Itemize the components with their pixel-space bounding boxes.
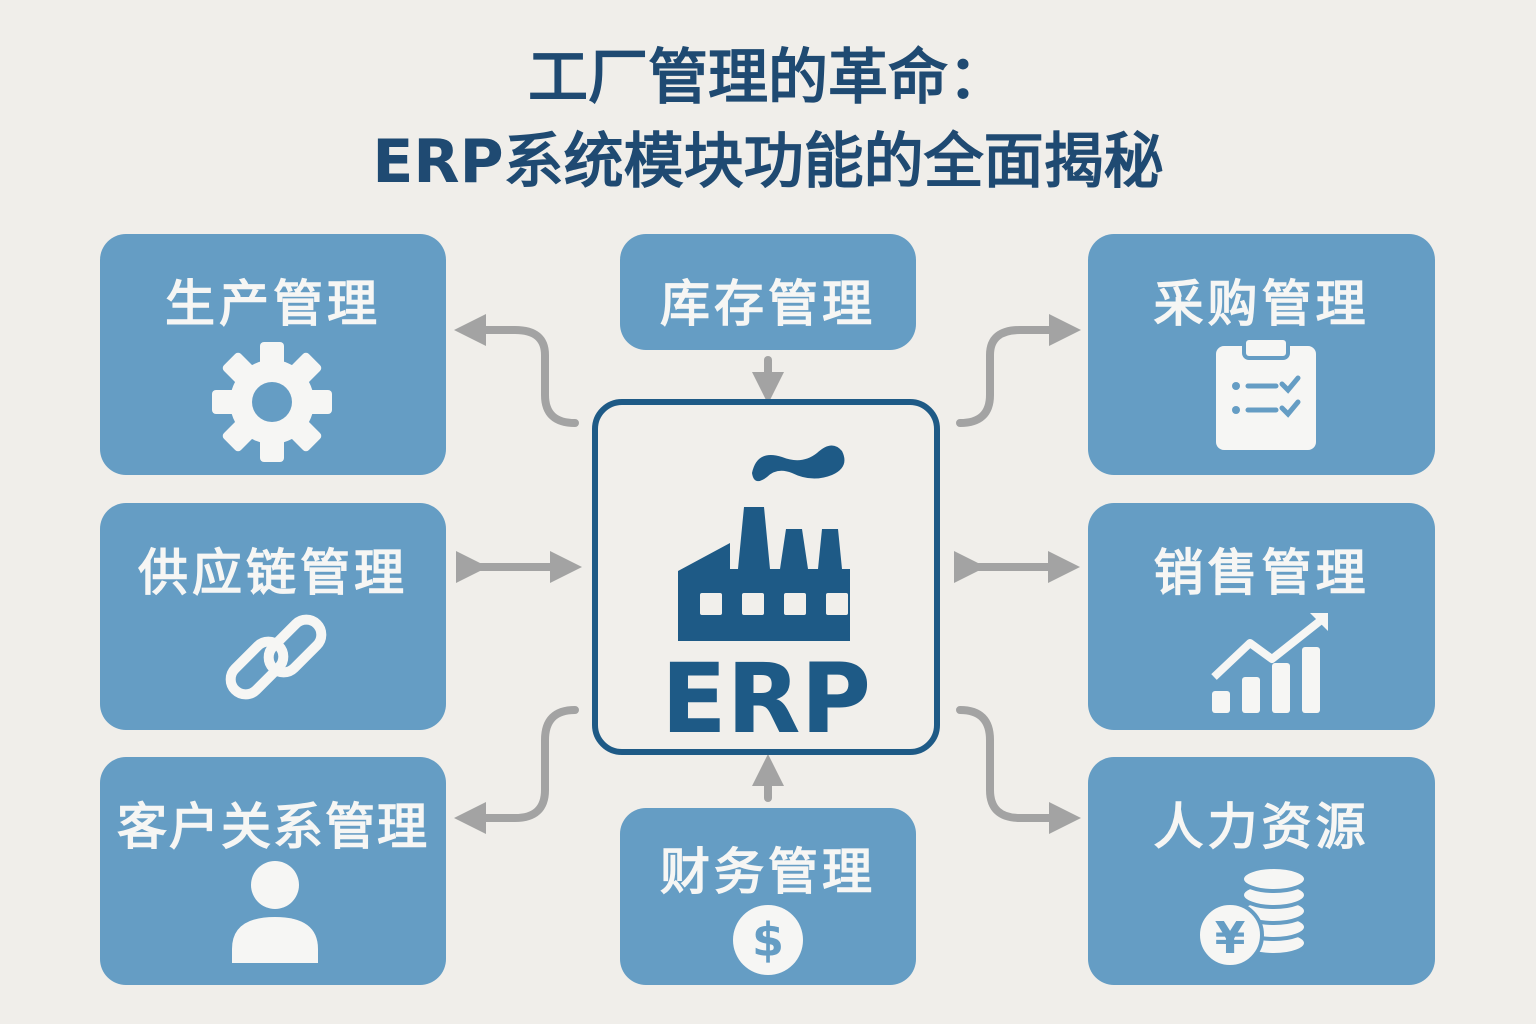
user-icon <box>232 861 318 963</box>
dollar-coin-icon: $ <box>733 905 803 975</box>
module-inventory[interactable]: 库存管理 <box>620 234 916 350</box>
erp-center-hub[interactable]: ERP <box>592 399 940 755</box>
module-purchasing[interactable]: 采购管理 <box>1088 234 1435 475</box>
module-supply-chain[interactable]: 供应链管理 <box>100 503 446 730</box>
module-label: 销售管理 <box>1153 544 1370 602</box>
growth-chart-icon <box>1211 613 1328 713</box>
link-icon <box>225 614 327 700</box>
module-crm[interactable]: 客户关系管理 <box>100 757 446 985</box>
module-label: 客户关系管理 <box>117 798 429 856</box>
svg-text:¥: ¥ <box>1215 913 1246 964</box>
module-label: 库存管理 <box>660 275 876 333</box>
title-line-1: 工厂管理的革命： <box>528 43 1008 113</box>
module-finance[interactable]: 财务管理 $ <box>620 808 916 985</box>
factory-icon <box>678 445 850 641</box>
arrow-hr <box>956 706 1081 834</box>
title-line-2: ERP系统模块功能的全面揭秘 <box>372 127 1164 197</box>
gear-icon <box>212 342 332 462</box>
module-label: 采购管理 <box>1153 275 1370 333</box>
arrow-purchasing <box>956 314 1081 427</box>
erp-label: ERP <box>661 643 871 755</box>
module-hr[interactable]: 人力资源 ¥ <box>1088 757 1435 985</box>
arrow-crm <box>454 706 579 834</box>
yen-coins-icon: ¥ <box>1196 865 1308 969</box>
module-label: 供应链管理 <box>138 544 408 602</box>
module-label: 人力资源 <box>1153 798 1370 856</box>
module-production[interactable]: 生产管理 <box>100 234 446 475</box>
module-label: 生产管理 <box>165 275 381 333</box>
clipboard-icon <box>1216 338 1316 450</box>
arrow-production <box>454 314 579 427</box>
svg-text:$: $ <box>752 913 784 967</box>
module-label: 财务管理 <box>660 843 876 901</box>
module-sales[interactable]: 销售管理 <box>1088 503 1435 730</box>
